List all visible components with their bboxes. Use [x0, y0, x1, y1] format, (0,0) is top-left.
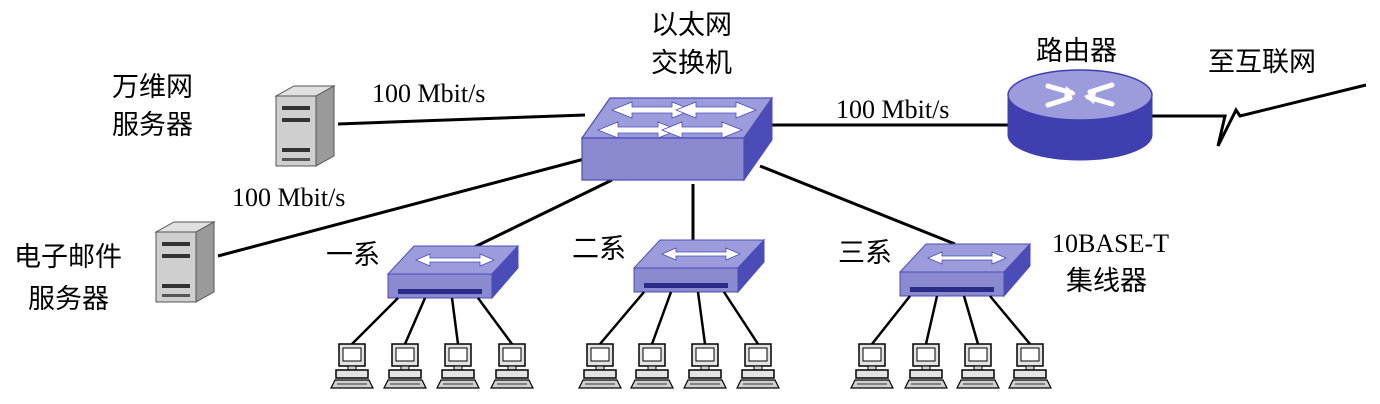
mail-server-label-line1: 电子邮件	[14, 242, 122, 273]
hub-icon	[387, 245, 519, 299]
link-switch-hub1	[457, 178, 613, 257]
ethernet-switch-icon	[580, 96, 774, 182]
desktop-computer-icon	[436, 343, 480, 389]
hub-type-label-line1: 10BASE-T	[1052, 229, 1169, 258]
desktop-computer-icon	[330, 343, 374, 389]
desktop-computer-icon	[490, 343, 534, 389]
desktop-computer-icon	[630, 343, 674, 389]
desktop-computers	[330, 343, 1052, 389]
web-server-label-line2: 服务器	[112, 110, 193, 141]
desktop-computer-icon	[1008, 343, 1052, 389]
desktop-computer-icon	[904, 343, 948, 389]
router-icon	[1007, 69, 1153, 161]
link-lines	[217, 83, 1367, 258]
hub-pc-links	[351, 291, 1031, 345]
desktop-computer-icon	[683, 343, 727, 389]
switch-label-line2: 交换机	[651, 48, 732, 79]
hub-icon	[899, 243, 1031, 297]
dept1-label: 一系	[326, 240, 380, 271]
dept2-label: 二系	[572, 234, 626, 265]
speed-label-router-link: 100 Mbit/s	[836, 95, 950, 124]
desktop-computer-icon	[578, 343, 622, 389]
speed-label-web-link: 100 Mbit/s	[372, 79, 486, 108]
mail-server-label-line2: 服务器	[28, 284, 109, 315]
speed-label-mail-link: 100 Mbit/s	[232, 183, 346, 212]
desktop-computer-icon	[850, 343, 894, 389]
hub-type-label-line2: 集线器	[1066, 266, 1147, 297]
dept3-label: 三系	[838, 238, 892, 269]
router-label: 路由器	[1036, 36, 1117, 67]
link-web-server-switch	[337, 113, 586, 126]
desktop-computer-icon	[383, 343, 427, 389]
switch-label-line1: 以太网	[651, 10, 732, 41]
internet-label: 至互联网	[1208, 47, 1316, 78]
mail-server-icon	[155, 221, 215, 303]
desktop-computer-icon	[736, 343, 780, 389]
link-mail-server-switch	[217, 156, 589, 258]
link-router-internet	[1150, 83, 1367, 147]
web-server-label-line1: 万维网	[112, 72, 193, 103]
hub-icon	[633, 239, 765, 293]
web-server-icon	[275, 85, 335, 167]
link-switch-hub3	[759, 164, 956, 246]
desktop-computer-icon	[956, 343, 1000, 389]
